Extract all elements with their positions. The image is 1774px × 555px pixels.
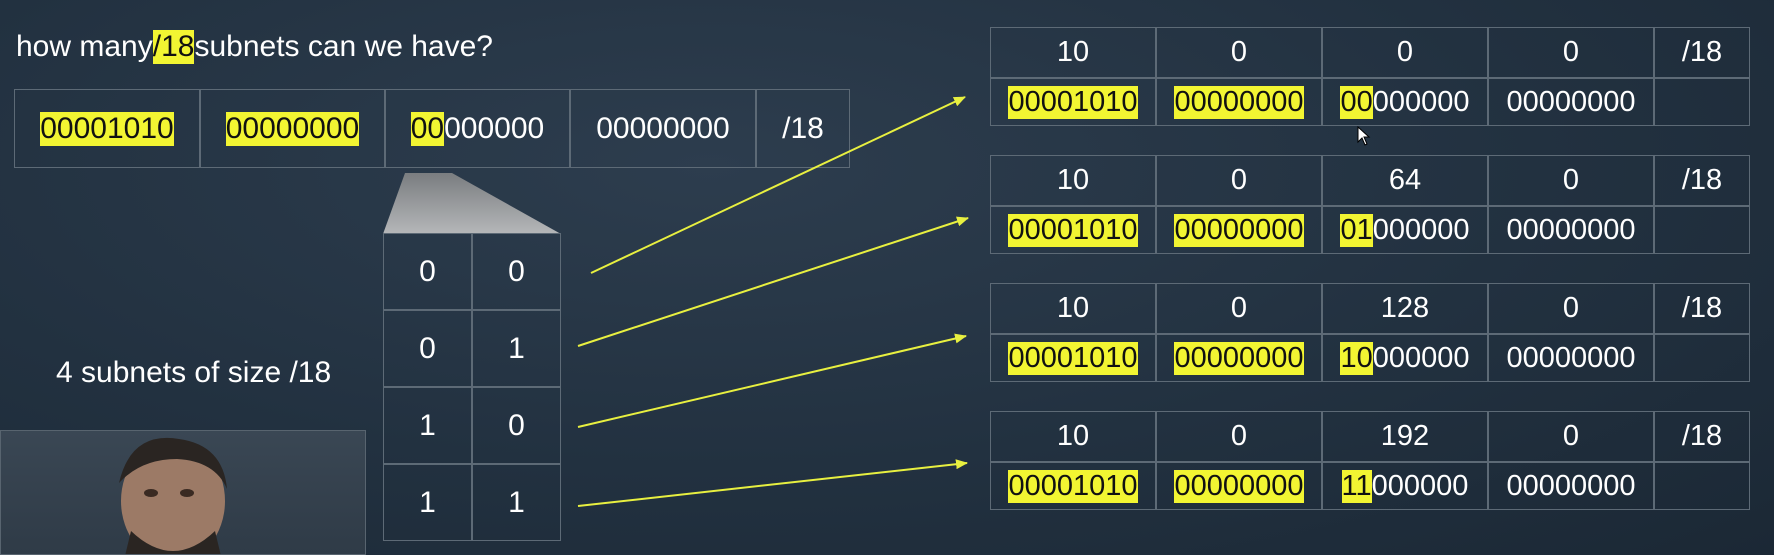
bit-cell: 1: [383, 464, 472, 541]
octet-rest: 000000: [1371, 469, 1469, 502]
decimal-octet: 0: [1156, 155, 1322, 206]
slide-title: how many /18 subnets can we have?: [16, 30, 493, 64]
octet-rest: 00000000: [596, 111, 730, 145]
decimal-octet: 0: [1488, 155, 1654, 206]
octet-rest: 00000000: [1506, 85, 1636, 118]
subnet-prefix: /18: [1654, 283, 1750, 334]
binary-octet: 00000000: [1156, 78, 1322, 126]
bit-cell: 0: [383, 233, 472, 310]
binary-octet: 00000000: [1488, 78, 1654, 126]
arrow-to-subnet-2: [577, 216, 969, 347]
binary-octet: 00000000: [1488, 206, 1654, 254]
subnet-count-caption: 4 subnets of size /18: [56, 356, 332, 389]
decimal-octet: 0: [1322, 27, 1488, 78]
decimal-octet: 10: [990, 411, 1156, 462]
source-octet-1: 00001010: [14, 89, 200, 168]
arrow-to-subnet-3: [577, 333, 967, 428]
octet-rest: 000000: [1372, 85, 1470, 118]
presenter-figure: [119, 437, 227, 554]
octet-highlight: 00001010: [40, 111, 174, 146]
subnet-prefix: /18: [1654, 155, 1750, 206]
decimal-octet: 0: [1488, 411, 1654, 462]
subnet-prefix: /18: [1654, 27, 1750, 78]
octet-highlight: 00000000: [1174, 341, 1304, 375]
source-octet-4: 00000000: [570, 89, 756, 168]
octet-highlight: 00000000: [1174, 85, 1304, 119]
octet-rest: 00000000: [1506, 469, 1636, 502]
octet-rest: 00000000: [1506, 213, 1636, 246]
zoom-funnel: [383, 173, 561, 234]
empty-cell: [1654, 206, 1750, 254]
bit-cell: 1: [472, 464, 561, 541]
octet-rest: 000000: [444, 111, 545, 145]
octet-highlight: 00001010: [1008, 341, 1138, 375]
decimal-octet: 0: [1156, 27, 1322, 78]
decimal-octet: 10: [990, 283, 1156, 334]
binary-octet: 00001010: [990, 334, 1156, 382]
bit-cell: 0: [472, 233, 561, 310]
decimal-octet: 192: [1322, 411, 1488, 462]
octet-highlight: 01: [1340, 213, 1373, 247]
decimal-octet: 0: [1488, 283, 1654, 334]
octet-highlight: 00001010: [1008, 85, 1138, 119]
decimal-octet: 0: [1488, 27, 1654, 78]
arrow-to-subnet-1: [590, 96, 966, 274]
binary-octet: 00000000: [1156, 206, 1322, 254]
decimal-octet: 0: [1156, 411, 1322, 462]
octet-highlight: 00: [410, 111, 445, 146]
title-prefix-highlight: /18: [152, 30, 195, 64]
empty-cell: [1654, 78, 1750, 126]
decimal-octet: 10: [990, 155, 1156, 206]
octet-highlight: 00001010: [1008, 469, 1138, 503]
binary-octet: 00000000: [1156, 334, 1322, 382]
binary-octet: 00001010: [990, 462, 1156, 510]
source-octet-2: 00000000: [200, 89, 385, 168]
binary-octet: 00000000: [1488, 334, 1654, 382]
bit-cell: 1: [472, 310, 561, 387]
octet-highlight: 10: [1340, 341, 1373, 375]
octet-highlight: 00000000: [225, 111, 360, 146]
octet-highlight: 11: [1341, 469, 1372, 503]
title-text-before: how many: [16, 30, 153, 63]
binary-octet: 00000000: [1156, 462, 1322, 510]
bit-cell: 1: [383, 387, 472, 464]
octet-highlight: 00001010: [1008, 213, 1138, 247]
octet-rest: 000000: [1372, 213, 1470, 246]
binary-octet: 00001010: [990, 78, 1156, 126]
decimal-octet: 128: [1322, 283, 1488, 334]
decimal-octet: 64: [1322, 155, 1488, 206]
empty-cell: [1654, 462, 1750, 510]
decimal-octet: 0: [1156, 283, 1322, 334]
bit-cell: 0: [472, 387, 561, 464]
decimal-octet: 10: [990, 27, 1156, 78]
presenter-webcam: [0, 430, 366, 555]
mouse-pointer-icon: [1357, 126, 1371, 146]
bit-cell: 0: [383, 310, 472, 387]
octet-rest: 000000: [1372, 341, 1470, 374]
octet-highlight: 00000000: [1174, 213, 1304, 247]
octet-highlight: 00000000: [1174, 469, 1304, 503]
empty-cell: [1654, 334, 1750, 382]
source-prefix: /18: [756, 89, 850, 168]
binary-octet: 00001010: [990, 206, 1156, 254]
octet-rest: 00000000: [1506, 341, 1636, 374]
subnet-bits-table: 0 0 0 1 1 0 1 1: [383, 233, 561, 541]
subnet-prefix: /18: [1654, 411, 1750, 462]
binary-octet: 00000000: [1488, 462, 1654, 510]
title-text-after: subnets can we have?: [194, 30, 493, 63]
octet-highlight: 00: [1340, 85, 1373, 119]
arrow-to-subnet-4: [577, 459, 968, 507]
